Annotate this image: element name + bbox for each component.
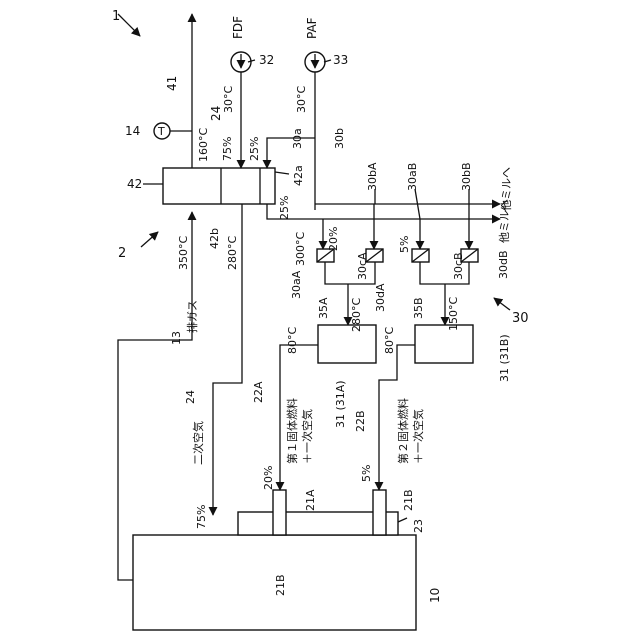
label-20pct-bottom: 20%	[262, 466, 275, 490]
label-42a: 42a	[292, 165, 305, 186]
leader-1	[118, 14, 140, 36]
label-150c: 150°C	[447, 297, 460, 331]
label-30: 30	[512, 311, 529, 326]
label-30dA: 30dA	[374, 283, 387, 312]
label-80c-b: 80°C	[383, 327, 396, 354]
label-22B: 22B	[354, 410, 367, 432]
label-42: 42	[127, 177, 142, 191]
label-30dB: 30dB	[497, 250, 510, 279]
label-35A: 35A	[317, 297, 330, 319]
label-30cA: 30cA	[356, 252, 369, 280]
label-5pct-bottom: 5%	[360, 465, 373, 482]
label-30cB: 30cB	[452, 252, 465, 280]
mill-31B	[415, 325, 473, 363]
label-350c: 350°C	[177, 236, 190, 270]
label-75pct-bottom: 75%	[195, 505, 208, 529]
label-300c: 300°C	[294, 232, 307, 266]
label-21B-bottom: 21B	[274, 574, 287, 596]
label-21A: 21A	[304, 489, 317, 511]
leader-42a	[275, 172, 289, 174]
label-41: 41	[165, 76, 179, 91]
label-13: 13	[170, 331, 183, 345]
label-30a: 30a	[291, 128, 304, 149]
label-14: 14	[125, 124, 140, 138]
label-35B: 35B	[412, 297, 425, 319]
label-30bA: 30bA	[366, 162, 379, 191]
label-to-other-mills-2: 他ミルへ	[498, 199, 511, 243]
label-primary-air-1: ＋一次空気	[300, 409, 314, 464]
label-33: 33	[333, 53, 348, 67]
mill-31A	[318, 325, 376, 363]
label-20pct-top: 20%	[327, 227, 340, 251]
label-280c-mid: 280°C	[350, 298, 363, 332]
label-25pct-mid: 25%	[278, 196, 291, 220]
label-secondary-air: 二次空気	[191, 421, 205, 465]
label-30aA: 30aA	[290, 270, 303, 299]
label-primary-air-2: ＋一次空気	[411, 409, 425, 464]
label-5pct-top: 5%	[398, 236, 411, 253]
burner-first	[273, 490, 286, 535]
label-80c-a: 80°C	[286, 327, 299, 354]
label-10: 10	[428, 588, 442, 603]
label-fdf: FDF	[231, 16, 245, 39]
label-30aB: 30aB	[406, 163, 419, 191]
label-21B-top: 21B	[402, 489, 415, 511]
label-fuel-1: 第１固体燃料	[285, 398, 299, 464]
leader-30	[494, 298, 510, 310]
label-23: 23	[412, 519, 425, 533]
leader-23	[398, 518, 407, 522]
label-25pct-top: 25%	[248, 137, 261, 161]
label-31B: 31 (31B)	[498, 334, 511, 382]
label-exhaust-gas: 排ガス	[185, 300, 199, 333]
label-2: 2	[118, 246, 126, 261]
label-30c-fdf: 30°C	[222, 86, 235, 113]
label-75pct-top: 75%	[221, 137, 234, 161]
label-32: 32	[259, 53, 274, 67]
label-24-bottom: 24	[184, 390, 197, 404]
label-22A: 22A	[252, 381, 265, 403]
hot-air-header	[267, 204, 500, 219]
label-30bB: 30bB	[460, 162, 473, 191]
label-30b: 30b	[333, 128, 346, 149]
label-31A: 31 (31A)	[334, 380, 347, 428]
air-preheater	[163, 168, 275, 204]
label-paf: PAF	[305, 17, 319, 39]
label-42b: 42b	[208, 228, 221, 249]
label-24-top: 24	[209, 106, 223, 121]
label-280c-top: 280°C	[226, 236, 239, 270]
label-160c: 160°C	[197, 128, 210, 162]
burner-second	[373, 490, 386, 535]
thermometer-symbol: T	[157, 125, 165, 138]
label-30c-paf: 30°C	[295, 86, 308, 113]
label-fuel-2: 第２固体燃料	[396, 398, 410, 464]
leader-2	[141, 232, 158, 247]
label-fig-ref: 1	[112, 9, 120, 24]
